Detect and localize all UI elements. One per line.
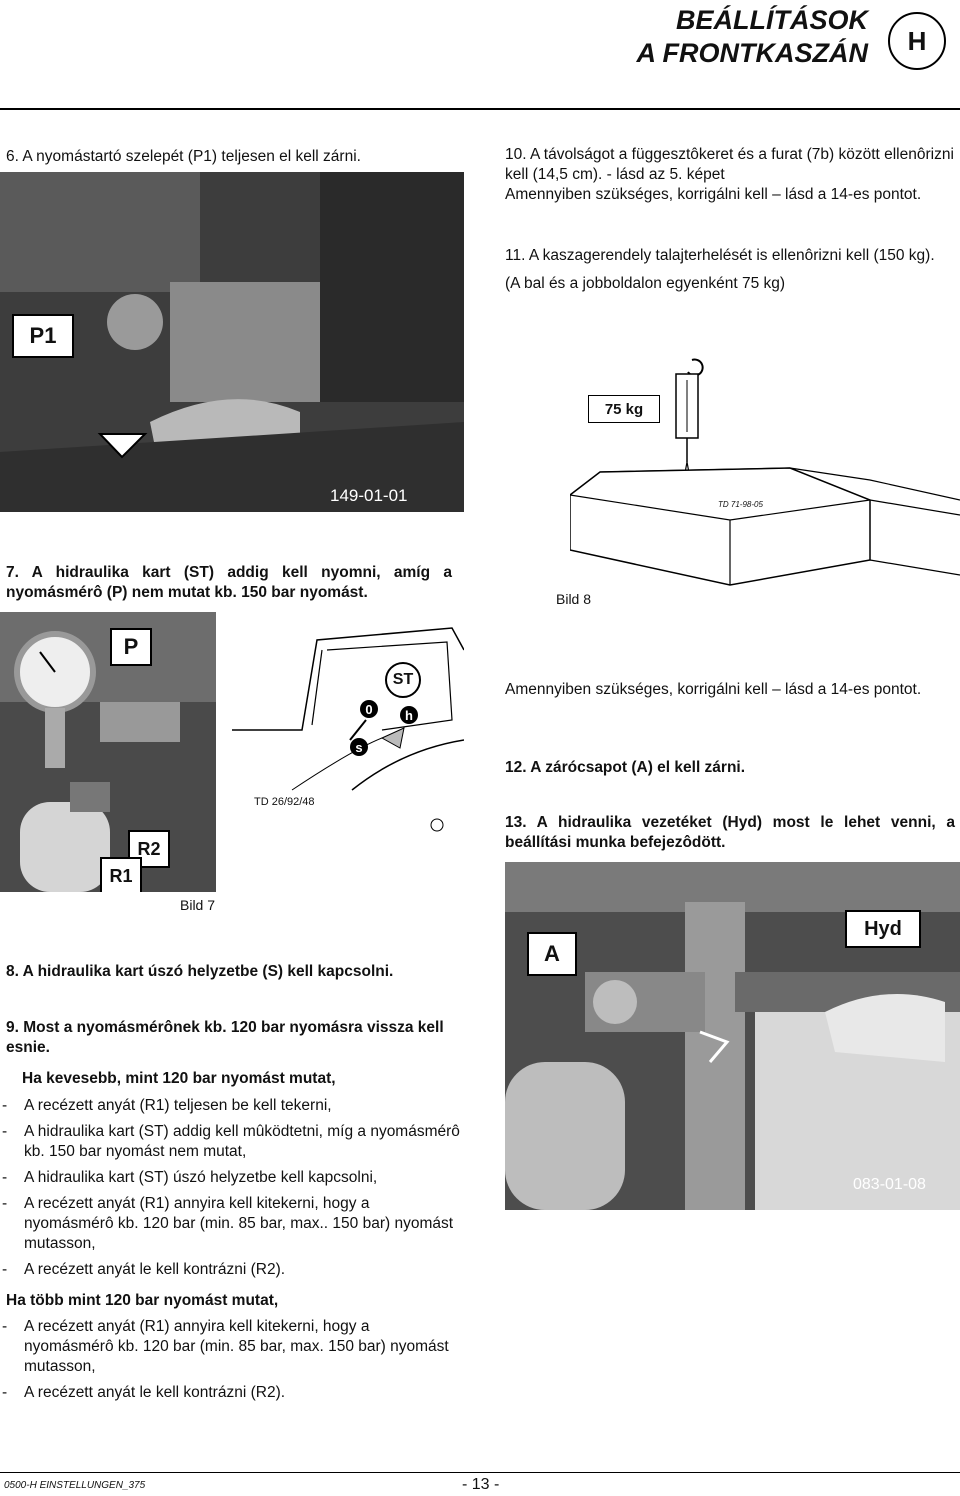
label-st: ST <box>385 662 421 698</box>
step-11-note: (A bal és a jobboldalon egyenként 75 kg) <box>505 275 786 292</box>
photo-code-149: 149-01-01 <box>330 486 408 505</box>
tractor-lever-diagram: ST 0 h s TD 26/92/48 <box>232 620 465 880</box>
footer-doc-code: 0500-H EINSTELLUNGEN_375 <box>4 1480 146 1491</box>
caption-bild-7: Bild 7 <box>180 897 216 913</box>
label-r1: R1 <box>100 857 142 892</box>
step-12: 12. A zárócsapot (A) el kell zárni. <box>505 759 746 776</box>
if-less-item: A recézett anyát le kell kontrázni (R2). <box>0 1260 462 1280</box>
step-6: 6. A nyomástartó szelepét (P1) teljesen … <box>6 148 361 165</box>
label-p: P <box>110 628 152 666</box>
step-7: 7. A hidraulika kart (ST) addig kell nyo… <box>6 564 452 601</box>
if-less-item: A hidraulika kart (ST) addig kell mûködt… <box>0 1122 462 1162</box>
caption-bild-8: Bild 8 <box>556 591 592 607</box>
if-less-item: A recézett anyát (R1) annyira kell kitek… <box>0 1194 462 1254</box>
if-less-item: A hidraulika kart (ST) úszó helyzetbe ke… <box>0 1168 462 1188</box>
if-more-item: A recézett anyát le kell kontrázni (R2). <box>0 1383 462 1403</box>
step-13: 13. A hidraulika vezetéket (Hyd) most le… <box>505 814 955 851</box>
label-a: A <box>527 932 577 976</box>
if-less-item: A recézett anyát (R1) teljesen be kell t… <box>0 1096 462 1116</box>
label-75kg: 75 kg <box>588 395 660 423</box>
label-zero: 0 <box>360 700 378 718</box>
photo-pressure-gauge-illustration <box>0 612 216 892</box>
footer-divider <box>0 1472 960 1473</box>
if-less-title: Ha kevesebb, mint 120 bar nyomást mutat, <box>22 1070 336 1087</box>
photo-code-083: 083-01-08 <box>853 1176 926 1193</box>
footer-page-number: - 13 - <box>462 1476 500 1493</box>
step-10-block: 10. A távolságot a függesztôkeret és a f… <box>505 145 957 205</box>
label-hyd: Hyd <box>845 910 921 948</box>
note-8: Amennyiben szükséges, korrigálni kell – … <box>505 681 922 698</box>
step-11-block: 11. A kaszagerendely talajterhelését is … <box>505 246 957 294</box>
photo-valve-p1-illustration <box>0 172 464 512</box>
step-10-note: Amennyiben szükséges, korrigálni kell – … <box>505 186 922 203</box>
label-p1: P1 <box>12 314 74 358</box>
step-9: 9. Most a nyomásmérônek kb. 120 bar nyom… <box>6 1019 444 1056</box>
step-8: 8. A hidraulika kart úszó helyzetbe (S) … <box>6 963 394 980</box>
step-11: 11. A kaszagerendely talajterhelését is … <box>505 247 935 264</box>
title-line-2: A FRONTKASZÁN <box>636 38 868 68</box>
if-more-item: A recézett anyát (R1) annyira kell kitek… <box>0 1317 462 1377</box>
if-more-list: A recézett anyát (R1) annyira kell kitek… <box>0 1317 462 1409</box>
if-more-title: Ha több mint 120 bar nyomást mutat, <box>6 1292 279 1309</box>
step-10: 10. A távolságot a függesztôkeret és a f… <box>505 146 954 183</box>
tractor-lever-diagram-drawing <box>232 627 465 832</box>
diagram-code: TD 26/92/48 <box>254 796 315 808</box>
if-less-list: A recézett anyát (R1) teljesen be kell t… <box>0 1096 462 1286</box>
spring-scale-drawing <box>569 358 960 586</box>
language-badge: H <box>888 12 946 70</box>
label-h: h <box>400 706 418 724</box>
photo-valve-hyd: A Hyd 083-01-08 <box>505 862 960 1210</box>
photo-valve-p1: P1 149-01-01 <box>0 172 464 512</box>
photo-pressure-gauge: P R2 R1 <box>0 612 216 892</box>
header-divider <box>0 108 960 110</box>
spring-scale-diagram: 75 kg TD 71-98-05 <box>569 350 960 615</box>
page-title: BEÁLLÍTÁSOK A FRONTKASZÁN <box>637 4 868 70</box>
label-r2: R2 <box>128 830 170 868</box>
title-line-1: BEÁLLÍTÁSOK <box>676 5 868 35</box>
label-s: s <box>350 738 368 756</box>
scale-diagram-code: TD 71-98-05 <box>718 500 763 509</box>
